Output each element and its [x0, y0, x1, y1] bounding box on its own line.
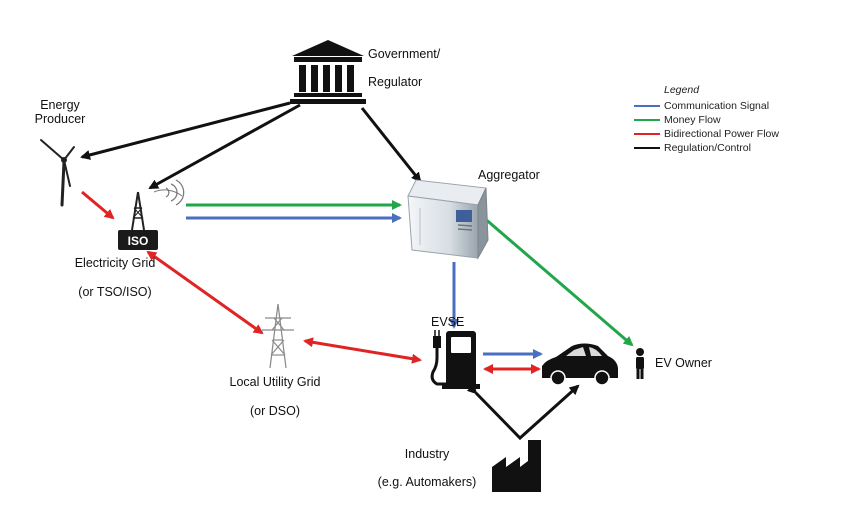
local-utility-grid-label-line1: Local Utility Grid — [229, 375, 321, 389]
arrow-iso-local-grid-power — [146, 250, 264, 335]
aggregator-label: Aggregator — [478, 168, 540, 182]
electricity-grid-label-line2: (or TSO/ISO) — [78, 285, 152, 300]
regulation-arrows — [80, 101, 580, 441]
arrow-producer-to-iso-power — [81, 190, 115, 220]
legend-item-power: Bidirectional Power Flow — [632, 127, 832, 141]
wind-turbine-icon — [40, 139, 75, 207]
arrow-aggregator-to-owner-money — [482, 215, 634, 347]
arrow-gov-to-aggregator — [360, 107, 422, 183]
transmission-tower-icon — [118, 179, 185, 250]
energy-producer-label-line2: Producer — [34, 112, 86, 127]
arrow-gov-to-producer — [80, 101, 291, 160]
legend-item-regulation: Regulation/Control — [632, 141, 832, 155]
industry-label-line2: (e.g. Automakers) — [377, 475, 477, 490]
evse-label: EVSE — [431, 315, 465, 329]
legend-label-communication: Communication Signal — [664, 100, 770, 112]
server-cabinet-icon — [407, 179, 489, 260]
legend-swatch-communication — [634, 105, 660, 107]
power-pylon-icon — [262, 303, 294, 369]
energy-producer-label: Energy Producer — [18, 98, 102, 127]
charging-station-icon — [430, 330, 480, 389]
communication-arrows — [186, 213, 543, 359]
legend-title: Legend — [664, 84, 700, 96]
local-utility-grid-label-line2: (or DSO) — [250, 404, 300, 419]
legend-label-regulation: Regulation/Control — [664, 142, 751, 154]
legend-swatch-regulation — [634, 147, 660, 149]
money-arrows — [186, 200, 634, 347]
industry-label: Industry (e.g. Automakers) — [367, 447, 487, 490]
local-utility-grid-label: Local Utility Grid (or DSO) — [205, 375, 345, 419]
government-building-icon — [290, 40, 366, 104]
electricity-grid-label: Electricity Grid (or TSO/ISO) — [50, 256, 180, 300]
car-icon — [542, 343, 618, 386]
factory-icon — [492, 440, 541, 492]
government-label-line2: Regulator — [368, 75, 423, 90]
legend: Legend Communication Signal Money Flow B… — [632, 84, 832, 155]
power-arrows — [81, 190, 541, 374]
legend-swatch-money — [634, 119, 660, 121]
ev-owner-label: EV Owner — [655, 356, 712, 370]
arrow-gov-to-iso — [148, 103, 301, 190]
legend-swatch-power — [634, 133, 660, 135]
electricity-grid-label-line1: Electricity Grid — [74, 256, 156, 270]
government-label-line1: Government/ — [368, 47, 441, 61]
legend-item-money: Money Flow — [632, 113, 832, 127]
legend-label-power: Bidirectional Power Flow — [664, 128, 779, 140]
government-label: Government/ Regulator — [368, 47, 440, 90]
legend-item-communication: Communication Signal — [632, 99, 832, 113]
energy-producer-label-line1: Energy — [40, 98, 80, 112]
iso-badge: ISO — [128, 234, 149, 248]
arrow-local-grid-evse-power — [303, 337, 422, 364]
legend-label-money: Money Flow — [664, 114, 721, 126]
industry-label-line1: Industry — [404, 447, 450, 461]
person-icon — [636, 348, 644, 379]
arrow-industry-to-evse-and-car — [466, 383, 580, 441]
